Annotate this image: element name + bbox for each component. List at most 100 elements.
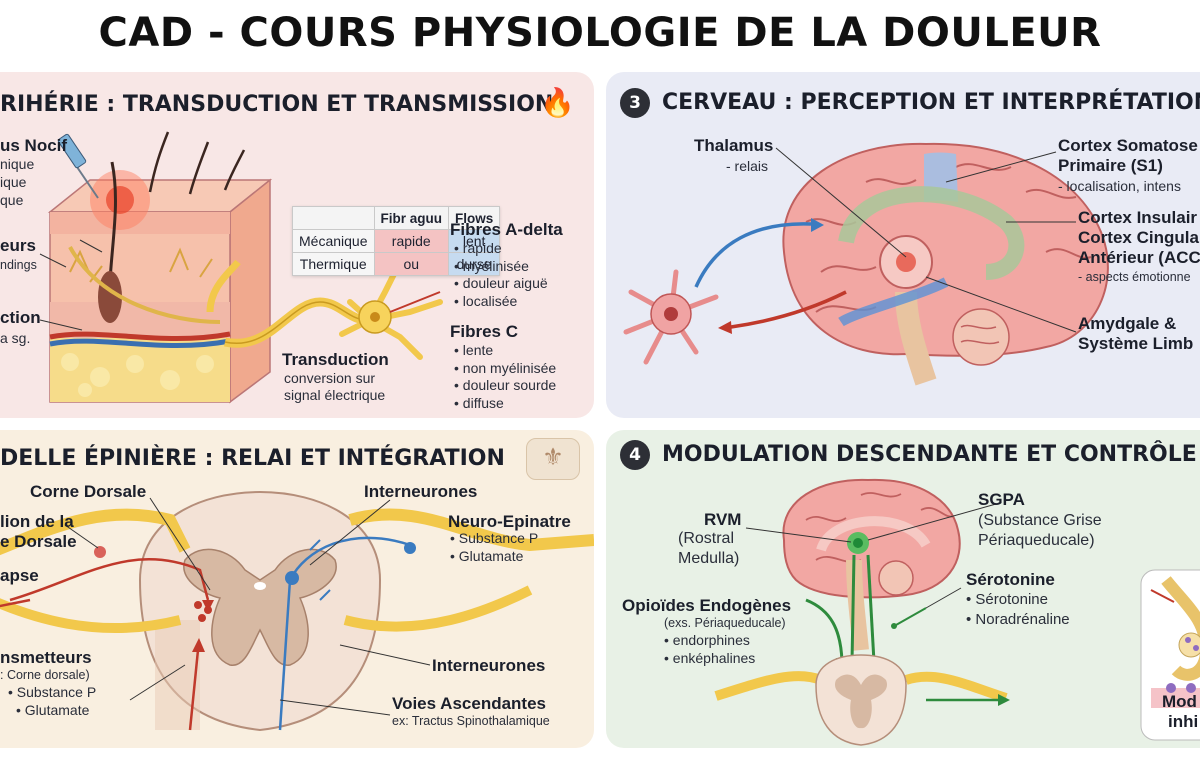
list-item: Substance P — [450, 530, 538, 548]
serotonine-title: Sérotonine — [966, 570, 1055, 589]
c-fibers-title: Fibres C — [450, 322, 519, 341]
table-cell: rapide — [373, 229, 449, 253]
list-item: enképhalines — [664, 650, 756, 668]
ganglion-label: lion de la — [0, 512, 74, 531]
list-item: non myélinisée — [454, 360, 556, 378]
insula-sub: - aspects émotionne — [1078, 270, 1191, 284]
spinal-cross-section-icon: ⚜ — [526, 438, 580, 480]
neuro-list: Substance P Glutamate — [450, 530, 538, 565]
modulation-label: Mod — [1162, 692, 1197, 711]
serotonine-list: Sérotonine Noradrénaline — [966, 590, 1070, 630]
conduction-sub: a sg. — [0, 330, 31, 346]
ascending-pathway — [9, 557, 210, 602]
panel4-heading: MODULATION DESCENDANTE ET CONTRÔLE — [662, 442, 1197, 467]
hair — [108, 161, 117, 283]
table-cell: Thermique — [292, 252, 375, 276]
conduction-title: ction — [0, 308, 41, 327]
fire-icon: 🔥 — [540, 87, 575, 118]
transmitters-title: nsmetteurs — [0, 648, 92, 667]
panel-periphery: RIHÉRIE : TRANSDUCTION ET TRANSMISSION 🔥… — [0, 72, 594, 418]
list-item: myélinisée — [454, 258, 548, 276]
amygdala-title: Amydgale & — [1078, 314, 1177, 333]
ganglion-label: e Dorsale — [0, 532, 77, 551]
modulation-label: inhi — [1168, 712, 1199, 731]
brain — [782, 142, 1109, 386]
panel2-heading: CERVEAU : PERCEPTION ET INTERPRÉTATION — [662, 90, 1200, 115]
list-item: Glutamate — [450, 548, 538, 566]
stimulus-line: que — [0, 192, 24, 208]
interneurones-label: Interneurones — [432, 656, 546, 675]
synapse-inset — [1140, 569, 1200, 741]
ganglion-dot — [94, 546, 106, 558]
s1-title: Primaire (S1) — [1058, 156, 1163, 175]
a-delta-list: rapide myélinisée douleur aiguë localisé… — [454, 240, 548, 310]
transduction-sub: conversion sur — [284, 370, 376, 386]
panel3-heading: DELLE ÉPINIÈRE : RELAI ET INTÉGRATION — [0, 446, 505, 471]
skin-block — [47, 178, 273, 404]
cortical-neuron — [623, 269, 719, 365]
sensory-neuron — [339, 269, 443, 360]
voies-title: Voies Ascendantes — [392, 694, 547, 713]
list-item: Noradrénaline — [966, 610, 1069, 630]
panel1-heading: RIHÉRIE : TRANSDUCTION ET TRANSMISSION — [0, 92, 554, 117]
voies-sub: ex: Tractus Spinothalamique — [392, 714, 550, 728]
list-item: endorphines — [664, 632, 755, 650]
table-header: Flows — [447, 206, 501, 230]
descending-pathway — [850, 554, 856, 663]
opioides-list: endorphines enképhalines — [664, 632, 756, 668]
spinal-cord-small — [714, 654, 1008, 746]
table-header: Fibr aguu — [373, 206, 449, 230]
corne-dorsale-label: Corne Dorsale — [30, 482, 147, 501]
table-cell: Mécanique — [292, 229, 375, 253]
thalamus-sub: - relais — [726, 158, 769, 174]
insula-title: Antérieur (ACC — [1078, 248, 1200, 267]
list-item: douleur aiguë — [454, 275, 548, 293]
c-fibers-list: lente non myélinisée douleur sourde diff… — [454, 342, 556, 412]
dorsal-root-nerve — [0, 508, 191, 556]
insula-title: Cortex Cingula — [1078, 228, 1199, 247]
neuro-title: Neuro-Epinatre — [448, 512, 571, 531]
spinal-cord-illustration — [0, 490, 594, 732]
transduction-sub: signal électrique — [284, 387, 386, 403]
sgpa-sub: (Substance Grise — [978, 512, 1102, 529]
receptors-sub: ndings — [0, 258, 37, 272]
panel-brain: 3 CERVEAU : PERCEPTION ET INTERPRÉTATION… — [606, 72, 1200, 418]
stimulus-line: ique — [0, 174, 27, 190]
section-number-badge: 4 — [620, 440, 650, 470]
page-title: CAD - COURS PHYSIOLOGIE DE LA DOULEUR — [98, 10, 1102, 56]
list-item: Glutamate — [8, 702, 96, 720]
transduction-title: Transduction — [282, 350, 389, 369]
rvm-title: RVM — [704, 510, 742, 529]
s1-sub: - localisation, intens — [1058, 178, 1181, 194]
opioides-title: Opioïdes Endogènes — [622, 596, 792, 615]
list-item: douleur sourde — [454, 377, 556, 395]
a-delta-title: Fibres A-delta — [450, 220, 563, 239]
interneurones-label: Interneurones — [364, 482, 478, 501]
panel-spinal-cord: DELLE ÉPINIÈRE : RELAI ET INTÉGRATION ⚜ … — [0, 430, 594, 748]
syringe-icon — [57, 133, 99, 199]
stimulus-title: us Nocif — [0, 136, 68, 155]
sgpa-title: SGPA — [978, 490, 1025, 509]
rvm-sub: (Rostral — [678, 530, 735, 547]
rvm-sub: Medulla) — [678, 550, 740, 567]
stimulus-line: nique — [0, 156, 35, 172]
insula-title: Cortex Insulair — [1078, 208, 1198, 227]
list-item: localisée — [454, 293, 548, 311]
table-header — [292, 206, 375, 230]
thalamus-title: Thalamus — [694, 136, 774, 155]
opioides-sub: (exs. Périaqueducale) — [664, 616, 786, 630]
list-item: diffuse — [454, 395, 556, 413]
list-item: rapide — [454, 240, 548, 258]
amygdala-title: Système Limb — [1078, 334, 1194, 353]
list-item: Sérotonine — [966, 590, 1070, 610]
transmitters-list: Substance P Glutamate — [8, 684, 96, 719]
modulation-illustration — [714, 478, 1200, 746]
transmitters-sub: : Corne dorsale) — [0, 668, 90, 682]
section-number-badge: 3 — [620, 88, 650, 118]
receptors-title: eurs — [0, 236, 36, 255]
table-cell: ou — [373, 252, 449, 276]
list-item: Substance P — [8, 684, 96, 702]
s1-title: Cortex Somatose — [1058, 136, 1198, 155]
brain-illustration — [623, 142, 1109, 386]
list-item: lente — [454, 342, 556, 360]
